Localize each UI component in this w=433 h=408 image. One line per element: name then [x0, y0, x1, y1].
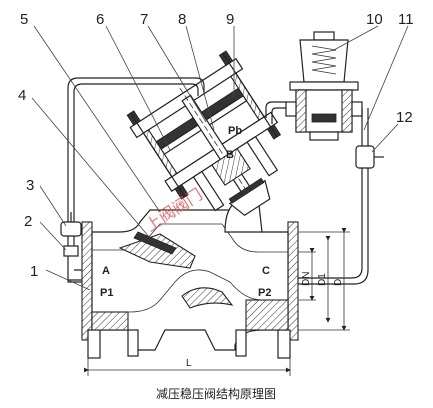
callout-5: 5	[20, 11, 28, 28]
pilot-wall-right	[341, 89, 353, 133]
port-pb-label: Pb	[228, 125, 242, 137]
pilot-wall-left	[295, 89, 307, 133]
disc-seal	[228, 177, 265, 204]
outlet-flange	[287, 221, 299, 341]
dim-d-label: D	[333, 279, 344, 286]
dim-d1-label: D1	[317, 273, 328, 286]
tie-rod-right	[222, 52, 278, 138]
port-p2-label: P2	[258, 287, 271, 299]
callout-8: 8	[178, 11, 186, 28]
main-valve-actuator	[126, 50, 282, 217]
callout-2: 2	[24, 213, 32, 230]
callout-11: 11	[398, 11, 414, 28]
callout-3: 3	[26, 177, 34, 194]
foot-left-inner	[127, 329, 139, 357]
foot-left-outer	[87, 329, 101, 359]
leader-6	[105, 25, 171, 151]
side-guide-left	[192, 170, 225, 212]
filter-element	[63, 245, 79, 257]
leader-12	[371, 123, 399, 153]
callout-10: 10	[366, 11, 383, 28]
inlet-flange	[81, 221, 93, 341]
body-wall-left	[91, 311, 129, 331]
foot-right-inner	[235, 329, 247, 357]
dim-l-label: L	[186, 358, 192, 369]
port-p1-label: P1	[100, 287, 113, 299]
control-piping	[60, 77, 384, 285]
callout-leaders	[31, 25, 409, 291]
pilot-port-left	[285, 101, 297, 117]
cover-to-pilot-tube-2	[271, 107, 286, 124]
outlet-return-tube	[298, 168, 363, 279]
side-guide-right	[246, 135, 279, 177]
outlet-return-tube-2	[298, 168, 369, 285]
pilot-bottom-plug	[309, 131, 339, 141]
leader-11	[363, 25, 409, 131]
inlet-tube-inner	[73, 83, 199, 248]
stem-centerline	[179, 87, 255, 203]
body-wall-center	[181, 287, 234, 309]
ball-valve	[60, 221, 82, 237]
foot-right-outer	[277, 329, 291, 359]
port-b-label: B	[226, 149, 234, 161]
cover-to-pilot-tube	[265, 101, 286, 118]
valve-body	[81, 195, 299, 359]
callout-4: 4	[18, 87, 26, 104]
pilot-diaphragm-flange	[289, 81, 359, 91]
pilot-cap	[313, 31, 335, 41]
diagram-caption: 减压稳压阀结构原理图	[156, 386, 276, 401]
pilot-spring	[311, 45, 337, 75]
tie-rod-left	[129, 112, 186, 198]
needle-valve	[355, 145, 375, 169]
pilot-seat	[311, 113, 337, 123]
seat-partition	[118, 233, 196, 269]
callout-1: 1	[30, 263, 38, 280]
port-c-label: C	[262, 265, 270, 277]
callout-6: 6	[96, 11, 104, 28]
inlet-tube-outer	[67, 77, 205, 248]
leader-2	[39, 221, 67, 251]
guide-bush	[211, 147, 251, 186]
lower-bore	[92, 269, 288, 313]
pilot-port-right	[351, 101, 363, 117]
leader-7	[147, 25, 207, 123]
leader-4	[31, 97, 151, 239]
leader-1	[45, 269, 91, 291]
port-a-label: A	[102, 265, 110, 277]
seat-ring	[133, 231, 177, 255]
leader-3	[39, 185, 67, 227]
body-wall-right	[245, 299, 289, 331]
dimension-lines	[84, 228, 350, 376]
dim-dn-label: DN	[301, 272, 312, 286]
leader-5	[33, 25, 161, 213]
callout-9: 9	[226, 11, 234, 28]
inlet-tube-branch	[68, 269, 82, 281]
callout-7: 7	[140, 11, 148, 28]
inlet-tube-lower	[67, 256, 82, 283]
leader-8	[185, 25, 215, 131]
callout-12: 12	[396, 109, 413, 126]
leader-10	[333, 25, 379, 51]
pilot-valve	[285, 31, 363, 141]
